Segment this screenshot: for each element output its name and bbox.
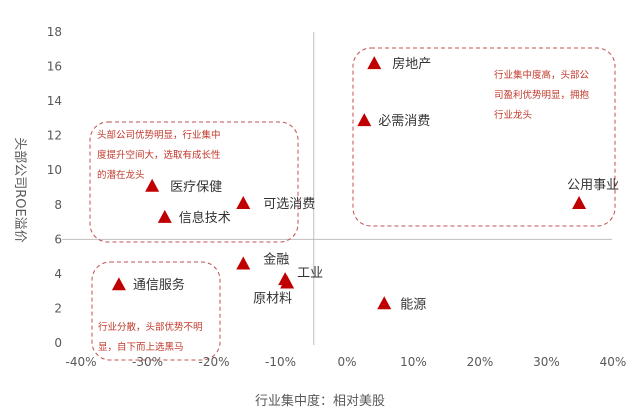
x-tick-label: -10% [265, 355, 296, 369]
annotation-box [91, 261, 221, 361]
data-point-label: 工业 [297, 266, 323, 281]
y-tick-label: 6 [54, 232, 62, 246]
x-tick-label: -20% [198, 355, 229, 369]
y-tick-label: 2 [54, 301, 62, 315]
data-point-label: 通信服务 [133, 277, 185, 293]
data-point-label: 信息技术 [179, 210, 231, 226]
x-tick-label: 10% [400, 355, 427, 369]
annotation-text: 行业集中度高，头部公 [494, 69, 590, 81]
x-tick-label: -30% [132, 355, 163, 369]
x-tick-label: 20% [467, 355, 494, 369]
data-point-marker [236, 196, 251, 210]
annotation-text: 行业分散，头部优势不明 [98, 321, 203, 333]
data-point-marker [145, 178, 160, 192]
data-point-marker [157, 209, 172, 223]
annotation-box [352, 47, 616, 227]
y-tick-label: 16 [47, 60, 62, 74]
annotation-text: 的潜在龙头 [97, 169, 145, 181]
x-axis-title: 行业集中度：相对美股 [255, 393, 385, 409]
annotation-text: 显，自下而上选黑马 [98, 341, 184, 353]
y-tick-label: 18 [47, 25, 62, 39]
data-point-label: 原材料 [253, 292, 292, 307]
data-point-marker [377, 296, 392, 310]
y-tick-label: 8 [54, 198, 62, 212]
data-point-marker [357, 113, 372, 127]
x-tick-label: 30% [533, 355, 560, 369]
data-point-label: 公用事业 [567, 178, 619, 193]
annotation-text: 行业龙头 [494, 109, 532, 121]
data-point-label: 金融 [263, 252, 289, 268]
annotation-text: 司盈利优势明显，拥抱 [494, 89, 590, 101]
x-tick-label: 40% [600, 355, 627, 369]
y-tick-label: 12 [47, 129, 62, 143]
data-point-marker [367, 56, 382, 70]
data-point-label: 能源 [400, 297, 426, 312]
data-point-label: 必需消费 [378, 114, 430, 129]
y-tick-label: 4 [54, 267, 62, 281]
data-point-marker [236, 256, 251, 270]
y-tick-label: 10 [47, 163, 62, 177]
annotation-text: 度提升空间大，选取有成长性 [97, 149, 221, 161]
data-point-marker [280, 275, 295, 289]
annotation-text: 头部公司优势明显，行业集中 [97, 129, 221, 141]
y-axis-title: 头部公司ROE溢价 [12, 137, 27, 242]
y-tick-label: 14 [47, 94, 62, 108]
data-point-marker [111, 277, 126, 291]
annotation-box [89, 121, 299, 243]
x-tick-label: 0% [337, 355, 356, 369]
data-point-label: 可选消费 [263, 197, 315, 212]
y-tick-label: 0 [54, 336, 62, 350]
data-point-marker [572, 196, 587, 210]
data-point-label: 房地产 [392, 56, 431, 72]
data-point-label: 医疗保健 [170, 180, 222, 195]
x-tick-label: -40% [65, 355, 96, 369]
